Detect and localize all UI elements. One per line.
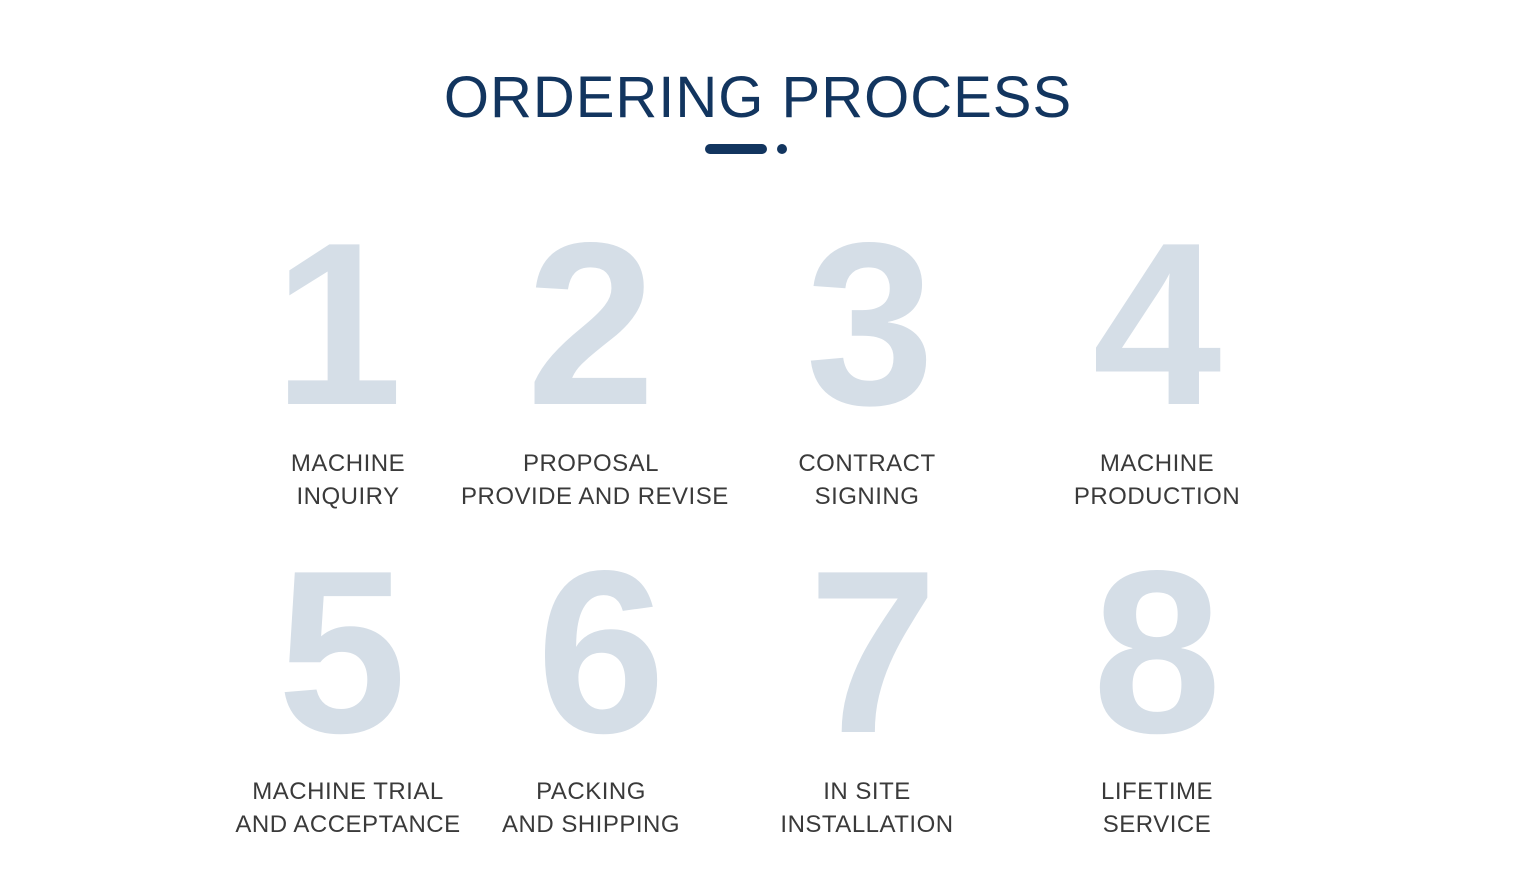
step-7-label: IN SITE INSTALLATION <box>737 775 997 841</box>
step-4-label-line2: PRODUCTION <box>1073 483 1241 510</box>
step-2-label-line1: PROPOSAL <box>522 450 660 477</box>
step-6-label-line2: AND SHIPPING <box>501 811 681 838</box>
svg-text:7: 7 <box>808 523 937 782</box>
title-divider <box>705 144 795 156</box>
svg-text:6: 6 <box>536 523 665 782</box>
step-2-number: 2 <box>461 195 721 454</box>
step-8-label-line2: SERVICE <box>1102 811 1212 838</box>
step-7-label-line2: INSTALLATION <box>780 811 954 838</box>
step-2: 2 PROPOSAL PROVIDE AND REVISE <box>461 195 729 532</box>
step-6-label: PACKING AND SHIPPING <box>461 775 721 841</box>
step-5-label-line2: AND ACCEPTANCE <box>235 811 461 838</box>
divider-bar <box>705 144 767 154</box>
step-5-number: 5 <box>218 523 478 782</box>
svg-text:1: 1 <box>273 195 402 454</box>
step-1-number: 1 <box>218 195 478 454</box>
step-7-number: 7 <box>737 523 997 782</box>
step-8-number: 8 <box>1027 523 1287 782</box>
step-7-label-line1: IN SITE <box>823 778 911 805</box>
step-1: 1 MACHINE INQUIRY <box>218 195 478 532</box>
step-5-label-line1: MACHINE TRIAL <box>252 778 444 805</box>
step-3-number: 3 <box>737 195 997 454</box>
step-6-number: 6 <box>461 523 721 782</box>
step-5-label: MACHINE TRIAL AND ACCEPTANCE <box>218 775 478 841</box>
step-1-label-line2: INQUIRY <box>296 483 400 510</box>
step-1-label-line1: MACHINE <box>290 450 406 477</box>
svg-text:8: 8 <box>1092 523 1221 782</box>
step-1-label: MACHINE INQUIRY <box>218 447 478 513</box>
step-4-label-line1: MACHINE <box>1099 450 1215 477</box>
step-2-label-line2: PROVIDE AND REVISE <box>461 483 729 510</box>
svg-text:5: 5 <box>277 523 406 782</box>
step-5: 5 MACHINE TRIAL AND ACCEPTANCE <box>218 523 478 860</box>
step-6-label-line1: PACKING <box>536 778 646 805</box>
step-8: 8 LIFETIME SERVICE <box>1027 523 1287 860</box>
svg-text:3: 3 <box>805 195 934 454</box>
step-8-label: LIFETIME SERVICE <box>1027 775 1287 841</box>
step-3-label: CONTRACT SIGNING <box>737 447 997 513</box>
step-4-number: 4 <box>1027 195 1287 454</box>
step-6: 6 PACKING AND SHIPPING <box>461 523 721 860</box>
step-3-label-line1: CONTRACT <box>798 450 936 477</box>
step-3-label-line2: SIGNING <box>814 483 920 510</box>
svg-text:2: 2 <box>526 195 655 454</box>
step-4: 4 MACHINE PRODUCTION <box>1027 195 1287 532</box>
step-8-label-line1: LIFETIME <box>1100 778 1213 805</box>
step-4-label: MACHINE PRODUCTION <box>1027 447 1287 513</box>
svg-text:4: 4 <box>1092 195 1221 454</box>
step-2-label: PROPOSAL PROVIDE AND REVISE <box>461 447 729 513</box>
page-title: ORDERING PROCESS <box>443 65 1073 130</box>
step-7: 7 IN SITE INSTALLATION <box>737 523 997 860</box>
divider-dot <box>777 144 787 154</box>
step-3: 3 CONTRACT SIGNING <box>737 195 997 532</box>
